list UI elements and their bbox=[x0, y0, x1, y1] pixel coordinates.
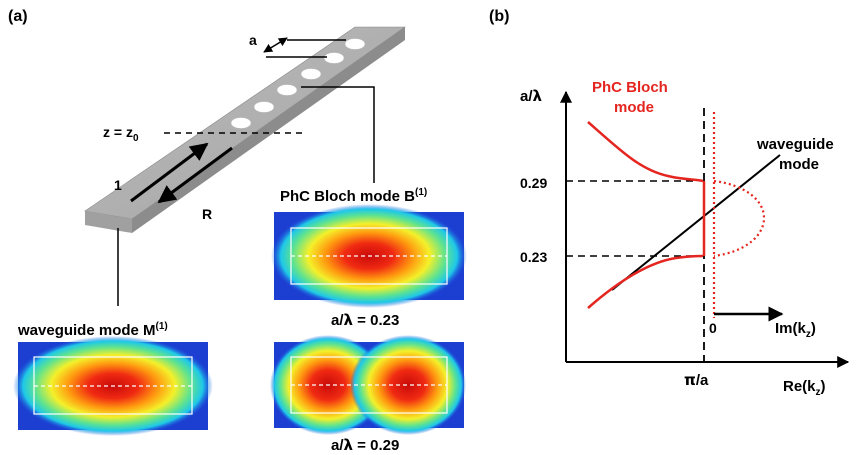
period-arrow bbox=[263, 37, 288, 53]
panel-a-label: (a) bbox=[8, 8, 28, 25]
hole bbox=[344, 38, 366, 50]
y-tick-023: 0.23 bbox=[520, 249, 547, 265]
im-axis-label: Im(kz) bbox=[775, 320, 816, 340]
field-map-bloch-023 bbox=[271, 204, 467, 308]
plane-label: z = z0 bbox=[103, 124, 139, 144]
y-tick-029: 0.29 bbox=[520, 175, 547, 191]
waveguide-mode-label: waveguide bbox=[756, 136, 834, 153]
waveguide-mode-label-line2: mode bbox=[779, 156, 819, 173]
bloch-imaginary-part bbox=[712, 112, 766, 318]
waveguide-dispersion-line bbox=[611, 154, 781, 291]
x-tick-pi-over-a: π/a bbox=[684, 371, 709, 389]
x-axis-label: Re(kz) bbox=[783, 378, 826, 398]
bloch-leader-line bbox=[301, 86, 375, 183]
panel-b-label: (b) bbox=[489, 8, 509, 25]
field-map-bloch-029 bbox=[270, 335, 466, 435]
forward-label: 1 bbox=[114, 177, 122, 193]
phc-holes bbox=[230, 38, 366, 129]
field-map-bloch-029-caption: a/λ = 0.29 bbox=[331, 436, 399, 454]
field-lobe-right bbox=[350, 335, 466, 435]
reflected-label: R bbox=[202, 206, 212, 222]
bloch-lower-branch bbox=[587, 254, 704, 309]
hole bbox=[230, 117, 252, 129]
hole bbox=[253, 101, 275, 113]
field-map-bloch-023-caption: a/λ = 0.23 bbox=[331, 311, 399, 329]
hole bbox=[276, 84, 298, 96]
forward-arrow bbox=[130, 142, 209, 203]
bloch-upper-branch bbox=[587, 121, 704, 183]
period-label: a bbox=[249, 32, 257, 48]
slab-end-face bbox=[85, 211, 132, 233]
y-axis-label: a/λ bbox=[520, 87, 543, 105]
bloch-mode-label-line2: mode bbox=[614, 99, 654, 116]
im-axis-zero: 0 bbox=[709, 320, 717, 336]
waveguide-mode-title: waveguide mode M(1) bbox=[17, 321, 168, 339]
bloch-mode-label: PhC Bloch bbox=[592, 79, 668, 96]
field-map-waveguide bbox=[13, 336, 213, 436]
im-gap-bump bbox=[713, 179, 766, 258]
hole bbox=[300, 68, 322, 80]
slab-side-face bbox=[132, 27, 405, 233]
bloch-mode-title: PhC Bloch mode B(1) bbox=[280, 187, 427, 205]
reflected-arrow bbox=[157, 146, 233, 204]
bloch-dispersion bbox=[587, 121, 706, 309]
hole bbox=[323, 52, 345, 64]
